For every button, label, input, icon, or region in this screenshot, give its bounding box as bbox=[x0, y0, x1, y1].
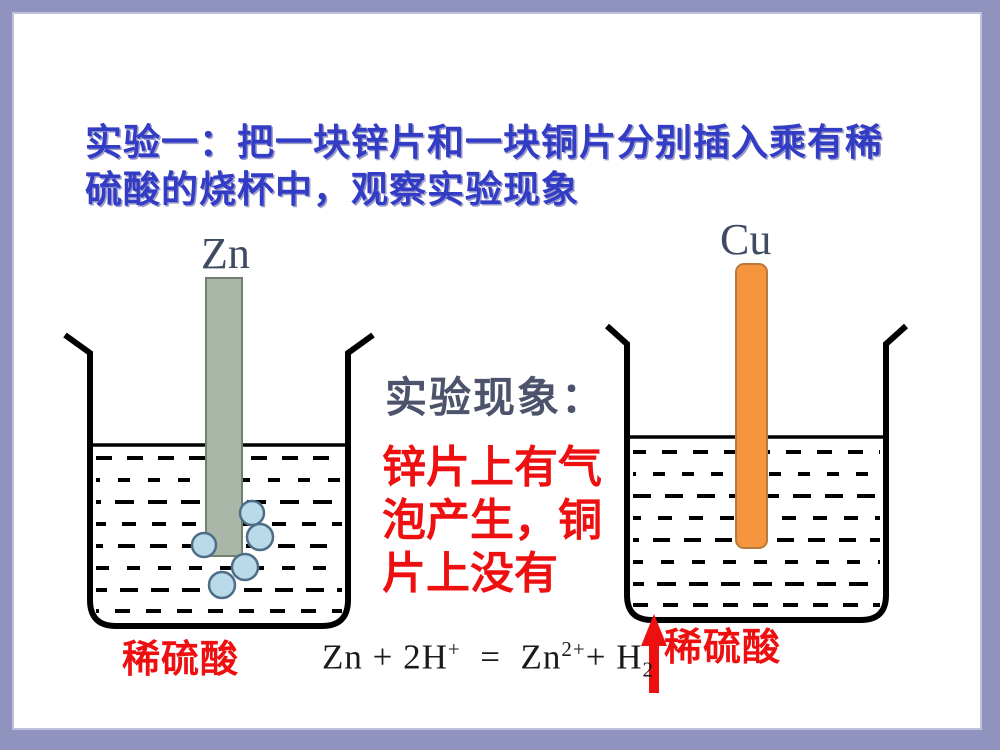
equation-term: = Zn bbox=[460, 637, 562, 677]
observation-text-line1: 锌片上有气 bbox=[382, 443, 602, 492]
observation-text-line2: 泡产生，铜 bbox=[382, 496, 602, 545]
hydrogen-bubble bbox=[190, 531, 218, 559]
observation-heading: 实验现象： bbox=[385, 374, 606, 421]
experiment-title: 实验一：把一块锌片和一块铜片分别插入乘有稀 硫酸的烧杯中，观察实验现象 bbox=[85, 119, 935, 213]
experiment-title-line1: 实验一：把一块锌片和一块铜片分别插入乘有稀 bbox=[85, 122, 883, 163]
slide-background bbox=[12, 12, 982, 730]
beaker-outline bbox=[63, 332, 375, 629]
gas-evolution-arrow-icon bbox=[641, 614, 667, 693]
equation-term: + H bbox=[585, 637, 643, 677]
hydrogen-bubble bbox=[245, 522, 275, 552]
acid-label-right: 稀硫酸 bbox=[664, 627, 782, 669]
zinc-strip bbox=[205, 277, 243, 557]
reaction-equation: Zn + 2H+ = Zn2++ H2 bbox=[322, 637, 654, 683]
experiment-title-line2: 硫酸的烧杯中，观察实验现象 bbox=[85, 169, 579, 210]
hydrogen-bubble bbox=[230, 552, 260, 582]
copper-electrode-label: Cu bbox=[720, 215, 772, 264]
left-beaker bbox=[63, 277, 375, 629]
observation-text-line3: 片上没有 bbox=[382, 549, 558, 598]
hydrogen-bubble bbox=[238, 499, 266, 527]
beaker-outline bbox=[604, 323, 909, 623]
acid-label-left: 稀硫酸 bbox=[122, 639, 240, 681]
equation-superscript: 2+ bbox=[561, 637, 586, 661]
equation-subscript: 2 bbox=[642, 657, 654, 682]
zinc-electrode-label: Zn bbox=[201, 229, 250, 278]
hydrogen-bubbles bbox=[190, 499, 275, 600]
observation-text: 锌片上有气 泡产生，铜 片上没有 bbox=[382, 441, 622, 600]
equation-term: Zn + 2H bbox=[322, 637, 448, 677]
equation-superscript: + bbox=[447, 637, 461, 661]
copper-strip bbox=[735, 263, 768, 549]
right-beaker bbox=[604, 263, 909, 623]
hydrogen-bubble bbox=[207, 570, 237, 600]
